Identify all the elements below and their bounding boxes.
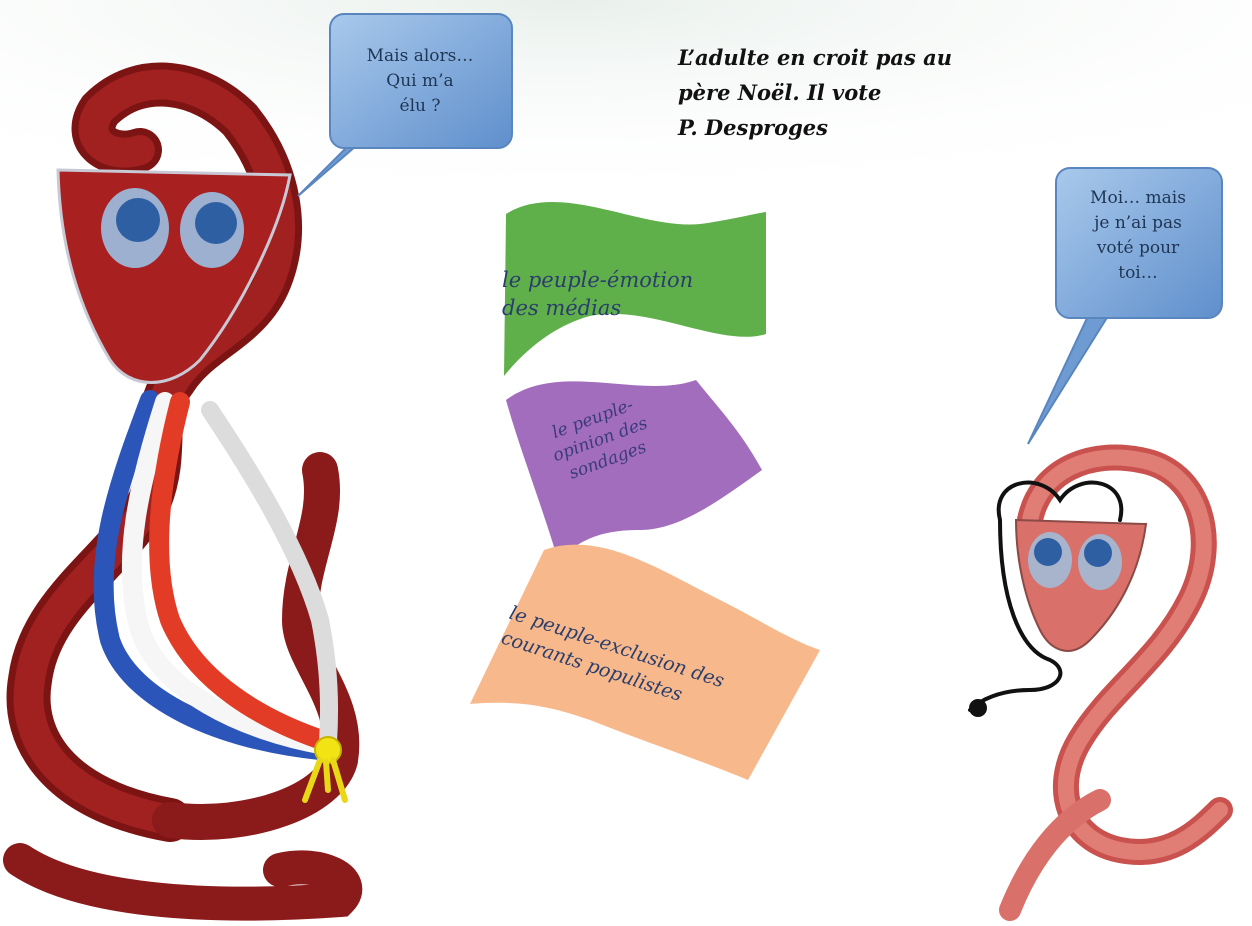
bubble-right-line-1: Moi… mais	[1058, 186, 1218, 211]
quote-text: L’adulte en croit pas au père Noël. Il v…	[678, 40, 1008, 145]
quote-line-3: P. Desproges	[678, 110, 1008, 145]
quote-line-1: L’adulte en croit pas au	[678, 40, 1008, 75]
flag-green-line-1: le peuple-émotion	[502, 266, 693, 294]
bubble-right-line-4: toi…	[1058, 261, 1218, 286]
bubble-left-line-1: Mais alors…	[332, 44, 508, 69]
bubble-right-text: Moi… mais je n’ai pas voté pour toi…	[1058, 186, 1218, 286]
quote-line-2: père Noël. Il vote	[678, 75, 1008, 110]
bubble-left-text: Mais alors… Qui m’a élu ?	[332, 44, 508, 119]
bubble-right-line-2: je n’ai pas	[1058, 211, 1218, 236]
bubble-right-line-3: voté pour	[1058, 236, 1218, 261]
bubble-left-line-2: Qui m’a	[332, 69, 508, 94]
bubble-left-line-3: élu ?	[332, 94, 508, 119]
flag-green-text: le peuple-émotion des médias	[502, 266, 693, 322]
snake-doctor-icon	[969, 458, 1220, 911]
snake-mayor-icon	[20, 85, 345, 904]
flag-green-line-2: des médias	[502, 294, 693, 322]
